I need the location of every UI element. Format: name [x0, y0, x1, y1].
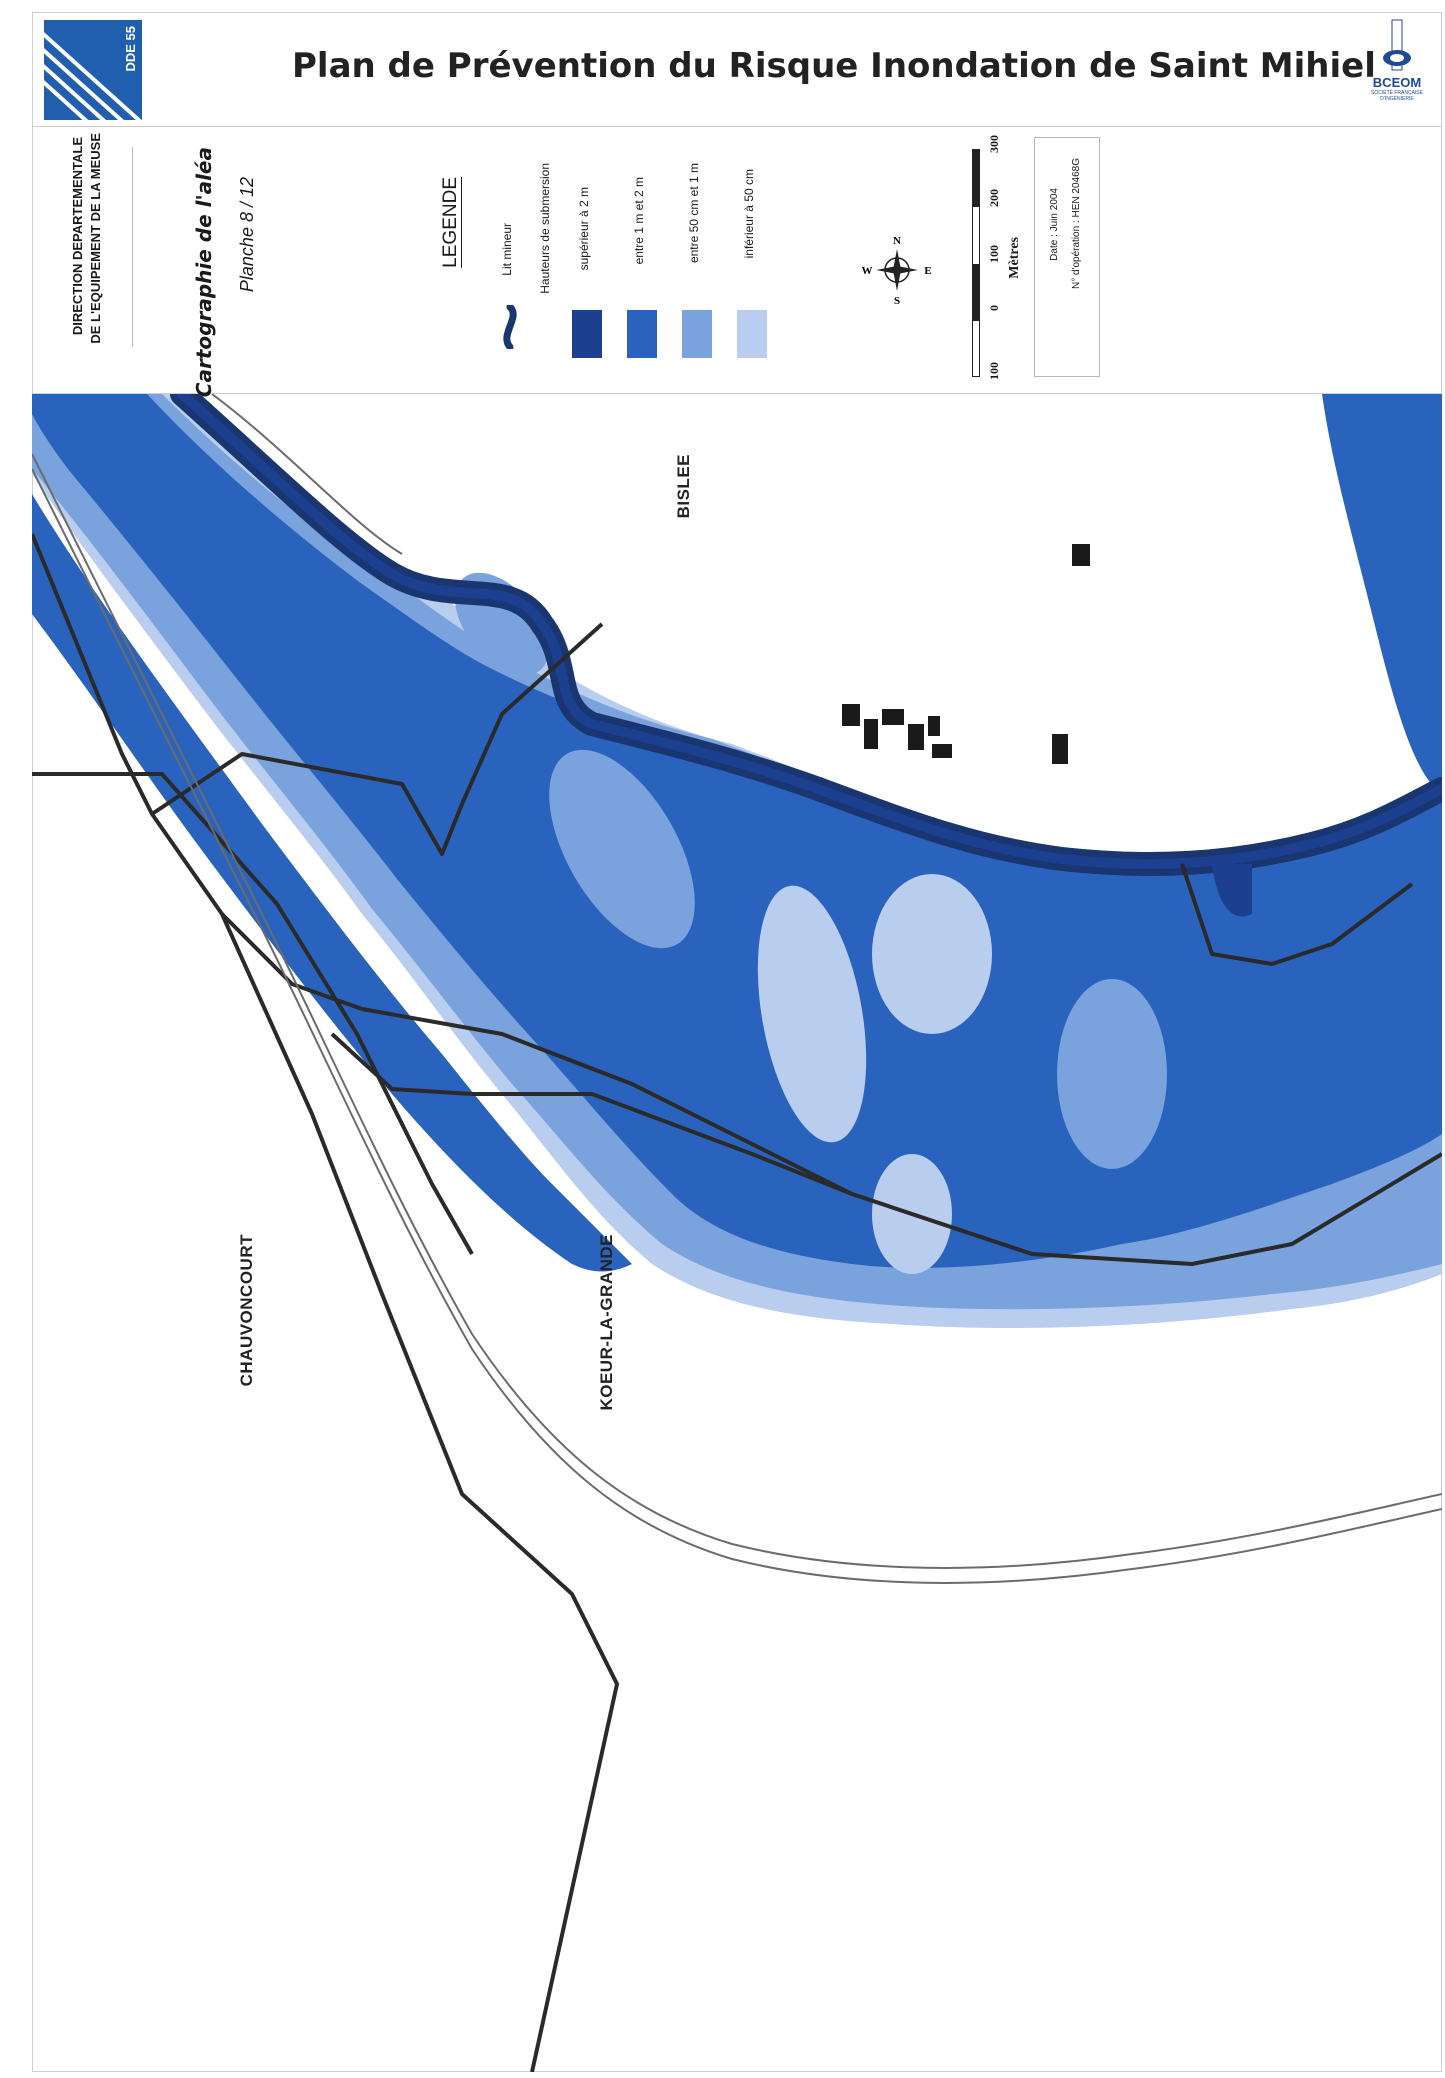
swatch-below-50cm [737, 310, 767, 358]
scale-tick-1: 0 [987, 305, 1001, 311]
flood-hazard-map: BISLEE CHAUVONCOURT KOEUR-LA-GRANDE [32, 394, 1442, 2072]
bceom-name: BCEOM [1372, 75, 1422, 90]
river-meuse-centerline [177, 394, 1442, 869]
compass-s: S [894, 295, 900, 305]
dde-logo-text: DDE 55 [123, 26, 138, 72]
scale-tick-0: 100 [987, 362, 1001, 380]
flood-map-canvas [32, 394, 1442, 2072]
lit-mineur-icon [503, 305, 517, 349]
zone-light-patch-1 [549, 749, 695, 949]
zone-light-patch-3 [872, 874, 992, 1034]
scale-unit: Mètres [1007, 237, 1022, 279]
info-date: Date : Juin 2004 [1049, 188, 1060, 261]
scale-tick-4: 300 [987, 135, 1001, 153]
dde-logo: DDE 55 [44, 20, 142, 120]
compass-e: E [924, 265, 931, 277]
roads [32, 394, 1442, 1584]
zone-right-edge [1322, 394, 1442, 794]
compass-rose-icon: N S E W [862, 235, 932, 305]
commune-boundaries [32, 533, 1442, 2072]
planche-number: Planche 8 / 12 [237, 177, 257, 293]
river-deep-pocket [1212, 864, 1252, 917]
legend-title: LEGENDE [440, 177, 461, 268]
swatch-above-2m [572, 310, 602, 358]
place-koeur-la-grande: KOEUR-LA-GRANDE [597, 1234, 616, 1411]
scale-tick-3: 200 [987, 189, 1001, 207]
direction-line-1: DIRECTION DEPARTEMENTALE [70, 137, 85, 336]
header: DDE 55 Plan de Prévention du Risque Inon… [32, 12, 1442, 127]
scale-tick-2: 100 [987, 245, 1001, 263]
legend-class-4: inférieur à 50 cm [742, 169, 756, 259]
divider [132, 147, 133, 347]
bislee-buildings [842, 544, 1090, 764]
legend-class-1: supérieur à 2 m [577, 187, 591, 271]
direction-line-2: DE L'EQUIPEMENT DE LA MEUSE [88, 133, 103, 344]
swatch-1m-2m [627, 310, 657, 358]
swatch-50cm-1m [682, 310, 712, 358]
scale-bar [972, 149, 980, 377]
bceom-logo: BCEOM SOCIÉTÉ FRANÇAISE D'INGÉNIERIE [1368, 18, 1426, 118]
info-box: Date : Juin 2004 N° d'opération : HEN 20… [1034, 137, 1100, 377]
legend-heights-title: Hauteurs de submersion [538, 163, 552, 294]
bceom-subtitle: SOCIÉTÉ FRANÇAISE D'INGÉNIERIE [1371, 90, 1423, 102]
place-bislee: BISLEE [674, 454, 693, 519]
place-chauvoncourt: CHAUVONCOURT [237, 1234, 256, 1387]
zone-light-patch-2 [757, 885, 867, 1143]
zone-light-patch-4 [1057, 979, 1167, 1169]
legend-panel: DIRECTION DEPARTEMENTALE DE L'EQUIPEMENT… [32, 127, 1442, 398]
compass-n: N [893, 235, 901, 247]
legend-class-2: entre 1 m et 2 m [632, 177, 646, 265]
bceom-mark-icon [1383, 19, 1411, 71]
legend-lit-mineur: Lit mineur [500, 223, 514, 276]
map-subtitle: Cartographie de l'aléa [192, 147, 216, 398]
legend-class-3: entre 50 cm et 1 m [687, 163, 701, 264]
info-operation: N° d'opération : HEN 20468G [1071, 158, 1082, 289]
page-title: Plan de Prévention du Risque Inondation … [292, 46, 1376, 86]
compass-w: W [862, 265, 873, 277]
